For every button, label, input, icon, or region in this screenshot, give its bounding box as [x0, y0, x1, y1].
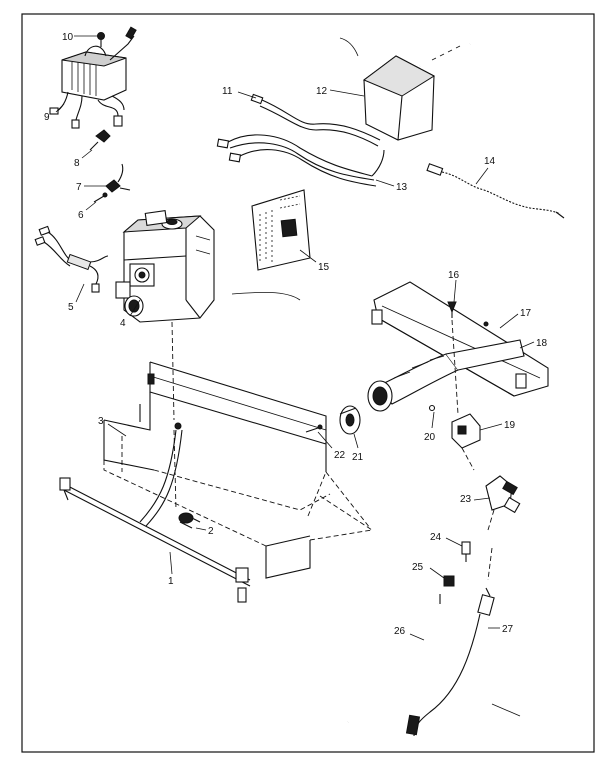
- part-10-screw: [97, 32, 105, 47]
- label-17: 17: [520, 308, 532, 319]
- part-12-ignition-module: [339, 37, 472, 141]
- label-26: 26: [394, 626, 406, 637]
- part-17-burner-bracket: [371, 281, 549, 397]
- part-8-clip: [89, 129, 111, 151]
- label-25: 25: [412, 562, 424, 573]
- part-16-screw: [447, 301, 457, 318]
- part-23-pilot: [485, 475, 521, 531]
- reference-curve-2: [491, 703, 521, 717]
- label-3: 3: [98, 416, 104, 427]
- label-5: 5: [68, 302, 74, 313]
- label-11: 11: [222, 86, 233, 97]
- label-14: 14: [484, 156, 496, 167]
- page-border: [21, 13, 595, 753]
- label-21: 21: [352, 452, 364, 463]
- label-20: 20: [424, 432, 436, 443]
- leader-lines: [55, 35, 535, 641]
- part-24-fitting: [461, 541, 471, 562]
- part-14-flex-lead: [426, 163, 565, 219]
- part-19-pilot-bracket: [451, 413, 481, 471]
- reference-curve: [231, 291, 301, 301]
- part-1-manifold: [59, 429, 251, 603]
- label-24: 24: [430, 532, 442, 543]
- part-2-orifice: [178, 512, 201, 529]
- part-27-thermocouple: [405, 547, 495, 737]
- part-21-air-shutter: [339, 405, 361, 435]
- part-4-gas-valve: [115, 210, 215, 323]
- label-10: 10: [62, 32, 74, 43]
- part-20-screw: [428, 404, 436, 412]
- label-18: 18: [536, 338, 548, 349]
- label-23: 23: [460, 494, 472, 505]
- part-5-wire-harness: [34, 225, 109, 293]
- label-19: 19: [504, 420, 516, 431]
- label-12: 12: [316, 86, 328, 97]
- label-22: 22: [334, 450, 346, 461]
- part-7-bracket: [105, 163, 131, 193]
- alignment-line-valve: [171, 321, 175, 421]
- part-15-wiring-label: [251, 189, 311, 271]
- part-3-burner-panel: [103, 361, 374, 579]
- label-8: 8: [74, 158, 80, 169]
- part-25-nut: [443, 575, 455, 587]
- label-6: 6: [78, 210, 84, 221]
- part-13-wire-leads: [216, 134, 385, 187]
- callout-labels: 10 9 8 7 6 5 4 3 2 1 11 12 13 14 15 16 1…: [44, 32, 548, 637]
- label-4: 4: [120, 318, 126, 329]
- label-15: 15: [318, 262, 330, 273]
- label-2: 2: [208, 526, 214, 537]
- label-7: 7: [76, 182, 82, 193]
- part-6-screw: [93, 192, 108, 203]
- label-9: 9: [44, 112, 50, 123]
- label-13: 13: [396, 182, 408, 193]
- part-11-wire-lead: [250, 93, 381, 147]
- label-27: 27: [502, 624, 514, 635]
- part-26-pilot-tubing: [343, 594, 441, 748]
- label-16: 16: [448, 270, 460, 281]
- label-1: 1: [168, 576, 174, 587]
- part-22-screw: [305, 424, 323, 433]
- part-18-burner-tube: [367, 339, 525, 412]
